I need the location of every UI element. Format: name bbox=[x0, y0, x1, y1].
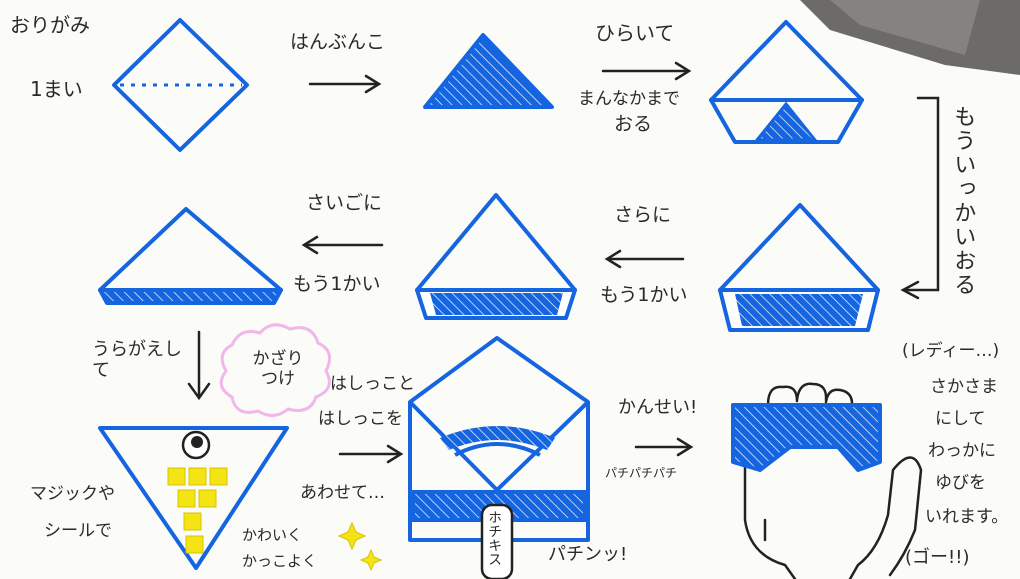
corner-photo bbox=[800, 0, 1020, 75]
label-instr-4: ゆびを bbox=[935, 473, 986, 493]
arrow-left-2 bbox=[301, 235, 384, 255]
label-complete: かんせい! bbox=[618, 397, 698, 418]
step3-figure bbox=[709, 20, 864, 144]
label-stapler: ホチキス bbox=[486, 510, 503, 566]
label-cool: かっこよく bbox=[242, 552, 318, 570]
label-open: ひらいて bbox=[595, 21, 675, 45]
label-flip: うらがえして bbox=[92, 339, 182, 381]
arrow-down bbox=[187, 330, 211, 401]
step2-triangle bbox=[423, 33, 554, 109]
label-once-more-2: もう1かい bbox=[293, 273, 381, 295]
arrow-right-1 bbox=[308, 74, 382, 94]
label-cute: かわいく bbox=[242, 526, 303, 544]
label-origami: おりがみ bbox=[10, 13, 90, 37]
label-stickers: シールで bbox=[44, 521, 112, 541]
label-go: (ゴー!!) bbox=[905, 547, 970, 568]
decor-cloud bbox=[219, 323, 332, 417]
label-instr-2: にして bbox=[935, 409, 986, 429]
label-edge-2: はしっこを bbox=[318, 409, 403, 429]
decorated-triangle bbox=[98, 426, 289, 570]
step4-figure bbox=[718, 203, 880, 332]
label-instr-5: いれます。 bbox=[925, 507, 1009, 527]
label-finally: さいごに bbox=[306, 192, 383, 214]
arrow-right-2 bbox=[601, 61, 692, 81]
label-snap: パチンッ! bbox=[548, 544, 628, 565]
label-to-middle: まんなかまで bbox=[578, 89, 680, 109]
arrow-right-4 bbox=[634, 437, 694, 457]
label-instr-1: さかさま bbox=[930, 377, 998, 397]
label-ready: (レディー…) bbox=[902, 341, 1000, 361]
label-edge-1: はしっこと bbox=[330, 374, 415, 394]
step6-figure bbox=[98, 207, 283, 305]
label-once-more-1: もう1かい bbox=[600, 284, 688, 306]
label-one-sheet: 1まい bbox=[30, 77, 83, 101]
arrow-left-1 bbox=[604, 249, 685, 269]
step1-diamond bbox=[112, 18, 249, 152]
label-join: あわせて… bbox=[300, 483, 385, 503]
label-decorate: かざりつけ bbox=[252, 349, 304, 389]
step5-figure bbox=[415, 193, 577, 320]
arrow-right-3 bbox=[338, 444, 404, 464]
side-bracket bbox=[903, 96, 940, 292]
crown-figure bbox=[408, 336, 590, 579]
hand-figure bbox=[731, 382, 923, 579]
label-fold: おる bbox=[614, 113, 653, 135]
label-further: さらに bbox=[614, 204, 672, 226]
label-fold-half: はんぶんこ bbox=[290, 31, 386, 53]
label-clap: パチパチパチ bbox=[605, 466, 678, 480]
label-instr-3: わっかに bbox=[928, 441, 996, 461]
label-markers: マジックや bbox=[30, 484, 115, 504]
label-fold-again: もういっかいおる bbox=[950, 105, 976, 297]
sparkle-icons bbox=[337, 521, 383, 572]
